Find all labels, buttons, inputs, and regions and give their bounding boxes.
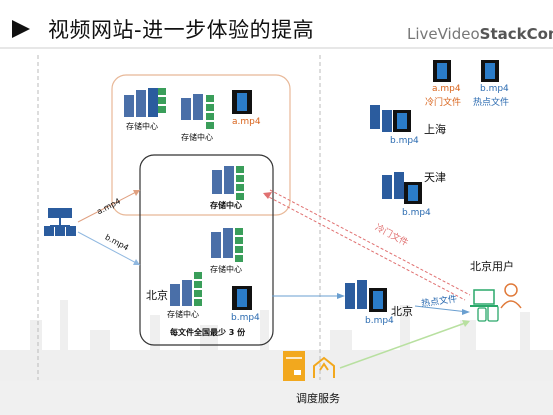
legend-film-icon-a — [433, 60, 451, 82]
file-label-b-box: b.mp4 — [231, 313, 260, 323]
server-icon-shanghai — [370, 105, 392, 132]
laptop-icon — [470, 289, 498, 307]
brand-logo: LiveVideoStackCon — [407, 25, 553, 43]
tablet-icon — [487, 305, 499, 322]
region-outer-box — [111, 74, 291, 216]
file-label-b-beijing: b.mp4 — [365, 316, 394, 326]
network-switch-icon — [44, 208, 76, 236]
film-icon-b-box — [232, 286, 252, 310]
film-icon-beijing — [369, 288, 387, 312]
dispatch-route-icon — [313, 356, 335, 378]
file-label-b-tianjin: b.mp4 — [402, 208, 431, 218]
film-icon-a — [232, 90, 252, 114]
storage-badge-icon-5 — [194, 272, 202, 306]
film-icon-shanghai — [393, 110, 411, 132]
arrow-b-mp4 — [77, 231, 141, 266]
city-label-beijing-box: 北京 — [146, 289, 168, 302]
arrow-dispatch — [339, 321, 469, 369]
server-icon-3 — [212, 166, 234, 194]
storage-center-label-3: 存储中心 — [210, 201, 242, 210]
legend-hot-label: 热点文件 — [473, 98, 510, 108]
server-icon-tianjin — [382, 172, 404, 199]
storage-center-label-2: 存储中心 — [181, 133, 213, 142]
city-label-shanghai: 上海 — [424, 123, 446, 136]
region-beijing-box — [139, 154, 274, 346]
legend-cold-label: 冷门文件 — [425, 98, 462, 108]
server-icon-2 — [181, 94, 203, 120]
legend-hot-file: b.mp4 — [480, 84, 509, 94]
server-icon-5 — [170, 280, 192, 306]
server-icon-1 — [124, 88, 158, 117]
file-label-a-outer: a.mp4 — [232, 117, 261, 127]
user-label: 北京用户 — [470, 260, 514, 273]
legend-film-icon-b — [481, 60, 499, 82]
city-label-tianjin: 天津 — [424, 171, 446, 184]
film-icon-tianjin — [404, 182, 422, 204]
server-icon-4 — [211, 228, 233, 258]
dispatch-label: 调度服务 — [296, 392, 340, 405]
dispatch-server-icon — [283, 351, 305, 381]
arrow-a-mp4 — [77, 189, 141, 223]
title-play-icon — [12, 20, 30, 38]
storage-center-label-1: 存储中心 — [126, 122, 158, 131]
legend-cold-file: a.mp4 — [432, 84, 461, 94]
storage-badge-icon-3 — [236, 166, 244, 200]
storage-center-label-5: 存储中心 — [167, 310, 199, 319]
storage-badge-icon-2 — [206, 95, 214, 129]
storage-badge-icon-1 — [158, 88, 166, 113]
arrow-cold-file-1 — [264, 194, 466, 301]
file-label-b-shanghai: b.mp4 — [390, 136, 419, 146]
phone-icon — [477, 307, 487, 322]
page-title: 视频网站-进一步体验的提高 — [48, 18, 315, 42]
skyline-background — [0, 300, 553, 415]
user-icon — [500, 283, 522, 309]
arrow-hot-file — [414, 305, 469, 313]
server-icon-beijing — [345, 280, 367, 309]
city-label-beijing: 北京 — [391, 305, 413, 318]
box-caption: 每文件全国最少 3 份 — [170, 328, 246, 337]
storage-center-label-4: 存储中心 — [210, 265, 242, 274]
storage-badge-icon-4 — [235, 228, 243, 262]
arrow-cold-file-2 — [269, 189, 471, 296]
